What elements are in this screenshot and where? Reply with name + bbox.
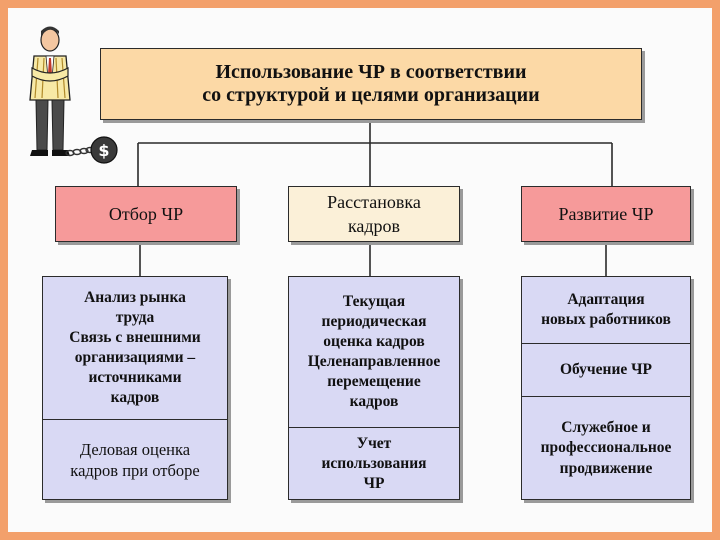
column-development-items: Адаптация новых работников Обучение ЧР С… — [521, 276, 691, 500]
item-divider — [522, 396, 690, 397]
item-hr-accounting: Учет использования ЧР — [289, 428, 459, 500]
item-periodic-assessment-text: Текущая периодическая оценка кадров Целе… — [307, 292, 441, 411]
header-development-label: Развитие ЧР — [558, 203, 654, 224]
diagram-title: Использование ЧР в соответствии со струк… — [202, 61, 540, 106]
item-divider — [43, 419, 227, 420]
title-box: Использование ЧР в соответствии со струк… — [100, 48, 642, 120]
item-promotion: Служебное и профессиональное продвижение — [522, 397, 690, 500]
column-selection-items: Анализ рынка труда Связь с внешними орга… — [42, 276, 228, 500]
header-placement: Расстановка кадров — [288, 186, 460, 242]
item-training: Обучение ЧР — [522, 344, 690, 396]
header-selection-label: Отбор ЧР — [108, 203, 184, 224]
item-training-text: Обучение ЧР — [559, 360, 653, 378]
item-periodic-assessment: Текущая периодическая оценка кадров Целе… — [289, 277, 459, 427]
item-adaptation-text: Адаптация новых работников — [541, 290, 671, 328]
chained-businessman-icon: $ — [29, 26, 118, 164]
header-selection: Отбор ЧР — [55, 186, 237, 242]
item-divider — [289, 427, 459, 428]
item-adaptation: Адаптация новых работников — [522, 277, 690, 343]
item-divider — [522, 343, 690, 344]
item-market-analysis: Анализ рынка труда Связь с внешними орга… — [43, 277, 227, 419]
header-development: Развитие ЧР — [521, 186, 691, 242]
column-placement-items: Текущая периодическая оценка кадров Целе… — [288, 276, 460, 500]
header-placement-label: Расстановка кадров — [327, 191, 421, 236]
item-business-assessment-text: Деловая оценка кадров при отборе — [70, 439, 200, 480]
item-promotion-text: Служебное и профессиональное продвижение — [540, 419, 672, 477]
item-market-analysis-text: Анализ рынка труда Связь с внешними орга… — [69, 288, 201, 407]
item-hr-accounting-text: Учет использования ЧР — [321, 434, 427, 493]
dollar-sign: $ — [98, 141, 109, 160]
item-business-assessment: Деловая оценка кадров при отборе — [43, 420, 227, 500]
